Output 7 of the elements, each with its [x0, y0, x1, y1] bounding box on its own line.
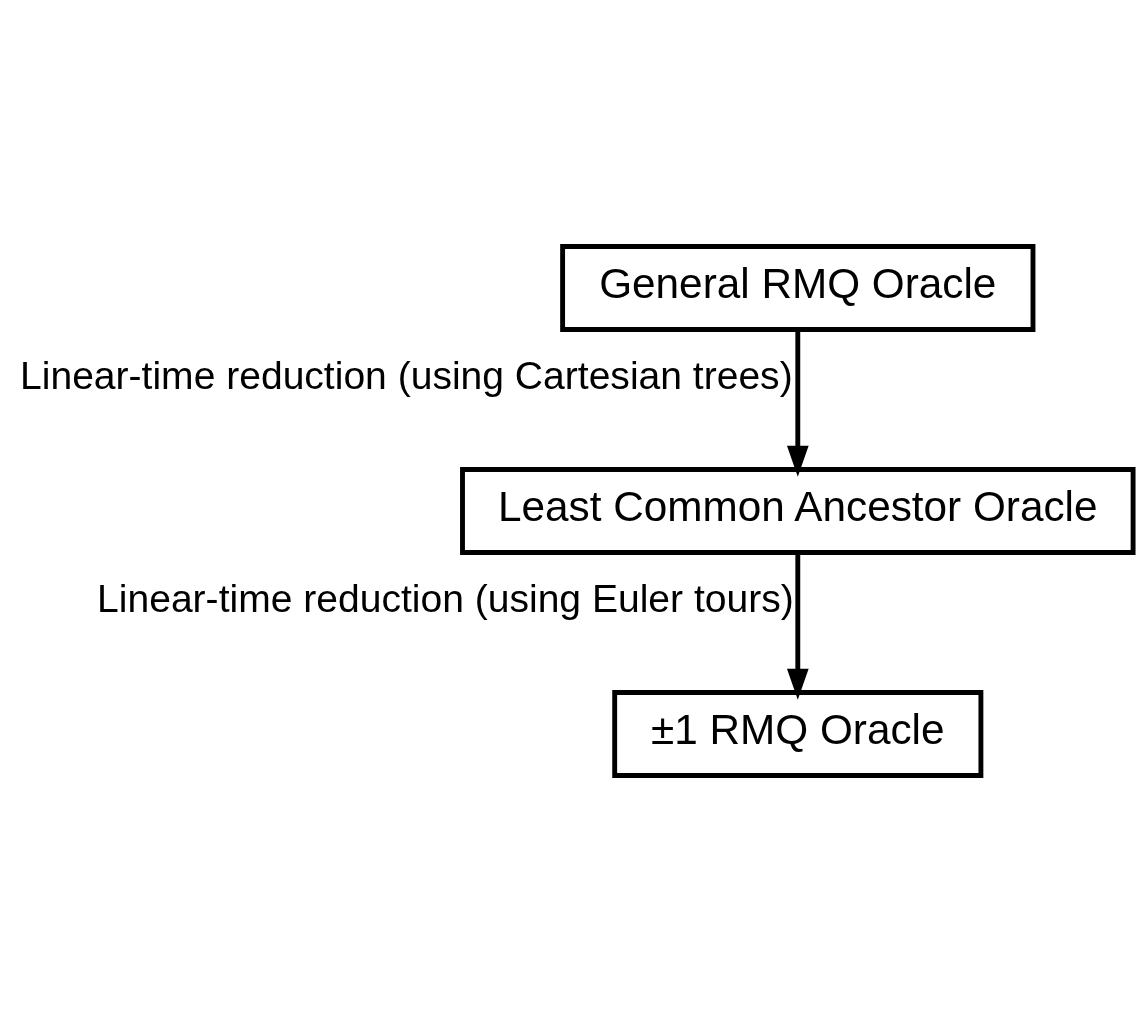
arrow	[786, 329, 809, 477]
arrow	[786, 552, 809, 700]
node-box: General RMQ Oracle	[560, 244, 1036, 332]
node-box: ±1 RMQ Oracle	[612, 690, 984, 778]
node-box: Least Common Ancestor Oracle	[460, 467, 1136, 555]
edge-label: Linear-time reduction (using Euler tours)	[97, 576, 794, 620]
edge-label: Linear-time reduction (using Cartesian trees)	[20, 353, 793, 397]
